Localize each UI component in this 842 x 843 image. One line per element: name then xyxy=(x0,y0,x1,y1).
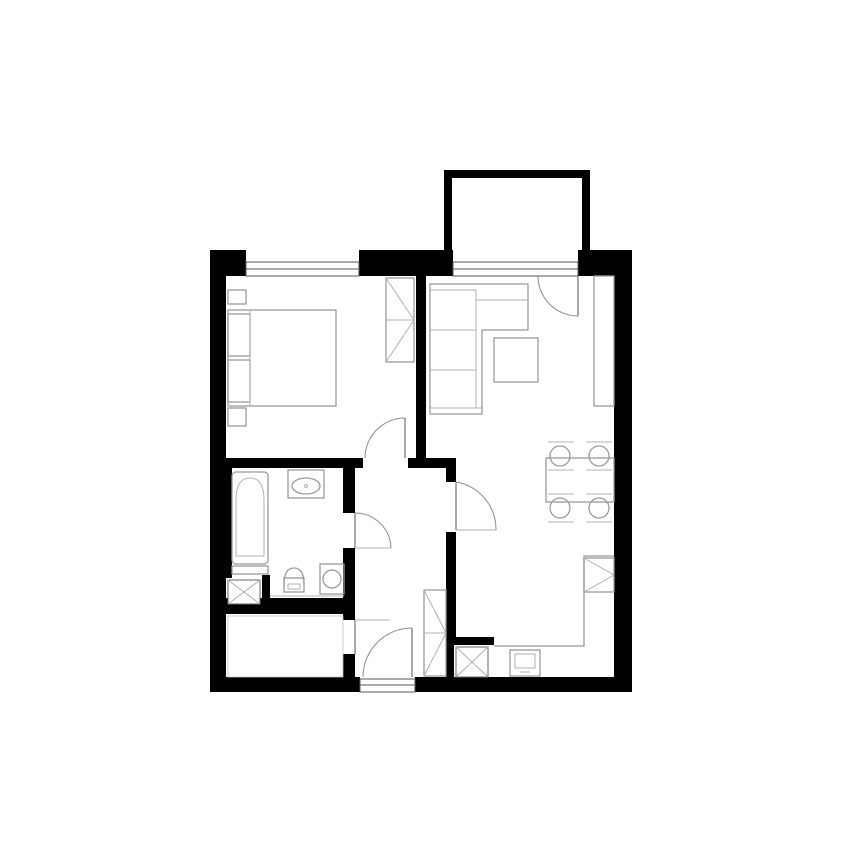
hallway xyxy=(362,589,447,678)
fridge xyxy=(583,557,615,593)
bathtub xyxy=(231,471,269,575)
bedroom xyxy=(227,277,415,459)
wardrobe xyxy=(385,277,415,363)
dining-chair xyxy=(548,493,574,523)
windows xyxy=(245,261,579,693)
kitchen-shaft xyxy=(455,646,489,678)
dining-chair xyxy=(548,441,574,471)
bathroom xyxy=(231,469,392,597)
dining-chair xyxy=(586,493,612,523)
double-bed xyxy=(227,289,337,427)
kitchen-sink xyxy=(509,649,541,677)
tv-cabinet xyxy=(593,275,615,407)
bathroom-door[interactable] xyxy=(354,512,392,549)
hallway-window xyxy=(359,678,416,693)
toilet xyxy=(283,567,305,593)
nightstand xyxy=(227,289,247,305)
interior-walls xyxy=(226,276,494,679)
storage-door[interactable] xyxy=(354,619,390,654)
entrance-door[interactable] xyxy=(362,627,413,678)
hallway-wardrobe xyxy=(423,589,447,677)
living-room-window xyxy=(452,261,579,277)
nightstand xyxy=(227,407,247,427)
balcony xyxy=(444,170,590,262)
washbasin xyxy=(287,469,325,499)
exterior-walls xyxy=(210,250,632,692)
balcony-floor xyxy=(452,178,582,262)
living-room xyxy=(429,275,615,677)
balcony-door[interactable] xyxy=(537,275,579,317)
kitchen-counter xyxy=(494,555,615,647)
living-room-door[interactable] xyxy=(455,481,497,531)
bedroom-window xyxy=(245,261,360,277)
storage xyxy=(227,615,390,678)
washing-machine xyxy=(319,563,345,595)
bedroom-door[interactable] xyxy=(364,417,406,459)
dining-table xyxy=(545,457,615,503)
shafts xyxy=(227,579,489,678)
dining-chair xyxy=(586,441,612,471)
bedroom-living-wall xyxy=(416,364,426,462)
corner-sofa xyxy=(429,283,529,415)
coffee-table xyxy=(493,337,539,383)
dining-set xyxy=(545,441,615,523)
bathroom-shaft xyxy=(227,579,261,605)
